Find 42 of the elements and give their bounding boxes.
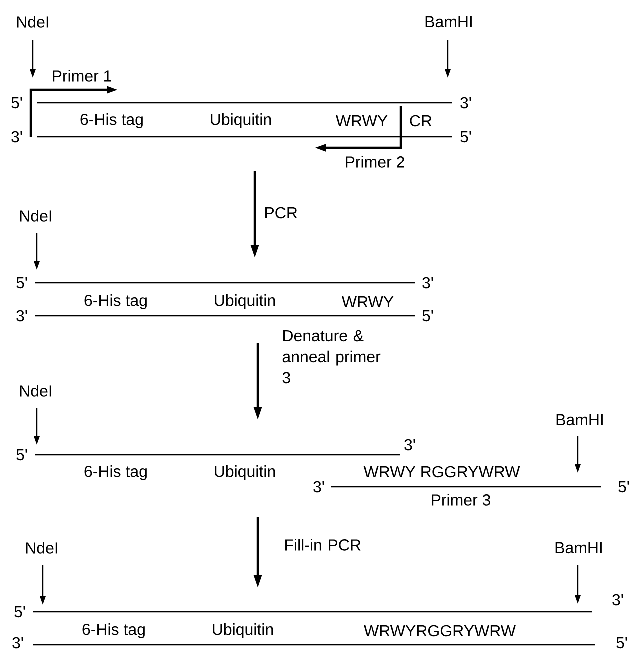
enzyme-label: NdeI: [17, 16, 48, 28]
strand-end-label: 3': [12, 637, 24, 649]
enzyme-label: NdeI: [20, 385, 52, 397]
strand-end-label: 5': [616, 637, 628, 649]
region-label: WRWY RGGRYWRW: [364, 466, 520, 478]
primer-label: Primer 1: [53, 70, 112, 82]
step-label: Denature & anneal primer 3: [282, 330, 381, 384]
region-label: Ubiquitin: [213, 624, 274, 638]
strand-end-label: 3': [404, 439, 416, 451]
region-label: 6-His tag: [84, 466, 147, 480]
region-label: WRWY: [336, 116, 388, 126]
strand-end-label: 5': [16, 277, 28, 289]
step-label: PCR: [266, 207, 298, 219]
region-label: Ubiquitin: [215, 294, 276, 310]
strand-end-label: 3': [16, 310, 28, 322]
region-label: 6-His tag: [82, 624, 145, 638]
strand-end-label: 5': [14, 606, 26, 618]
region-label: 6-His tag: [80, 114, 143, 128]
region-label: Ubiquitin: [211, 114, 272, 128]
region-label: 6-His tag: [84, 294, 147, 310]
enzyme-label: BamHI: [426, 16, 472, 28]
strand-end-label: 5': [618, 481, 630, 493]
strand-end-label: 5': [422, 310, 434, 322]
strand-end-label: 5': [12, 97, 22, 109]
region-label: WRWYRGGRYWRW: [364, 625, 516, 637]
strand-end-label: 3': [612, 594, 624, 606]
enzyme-label: NdeI: [20, 210, 52, 222]
region-label: CR: [410, 115, 432, 127]
enzyme-label: BamHI: [556, 542, 602, 554]
region-label: WRWY: [342, 296, 394, 308]
strand-end-label: 3': [460, 97, 472, 109]
enzyme-label: BamHI: [556, 414, 603, 426]
strand-end-label: 5': [16, 449, 28, 461]
strand-end-label: 3': [12, 131, 22, 143]
step-label: Fill-in PCR: [286, 539, 361, 551]
primer-label: Primer 3: [432, 494, 490, 506]
strand-end-label: 3': [314, 481, 324, 493]
region-label: Ubiquitin: [215, 466, 276, 480]
enzyme-label: NdeI: [26, 542, 58, 554]
strand-end-label: 5': [460, 131, 472, 143]
primer-label: Primer 2: [346, 156, 404, 168]
strand-end-label: 3': [422, 277, 434, 289]
